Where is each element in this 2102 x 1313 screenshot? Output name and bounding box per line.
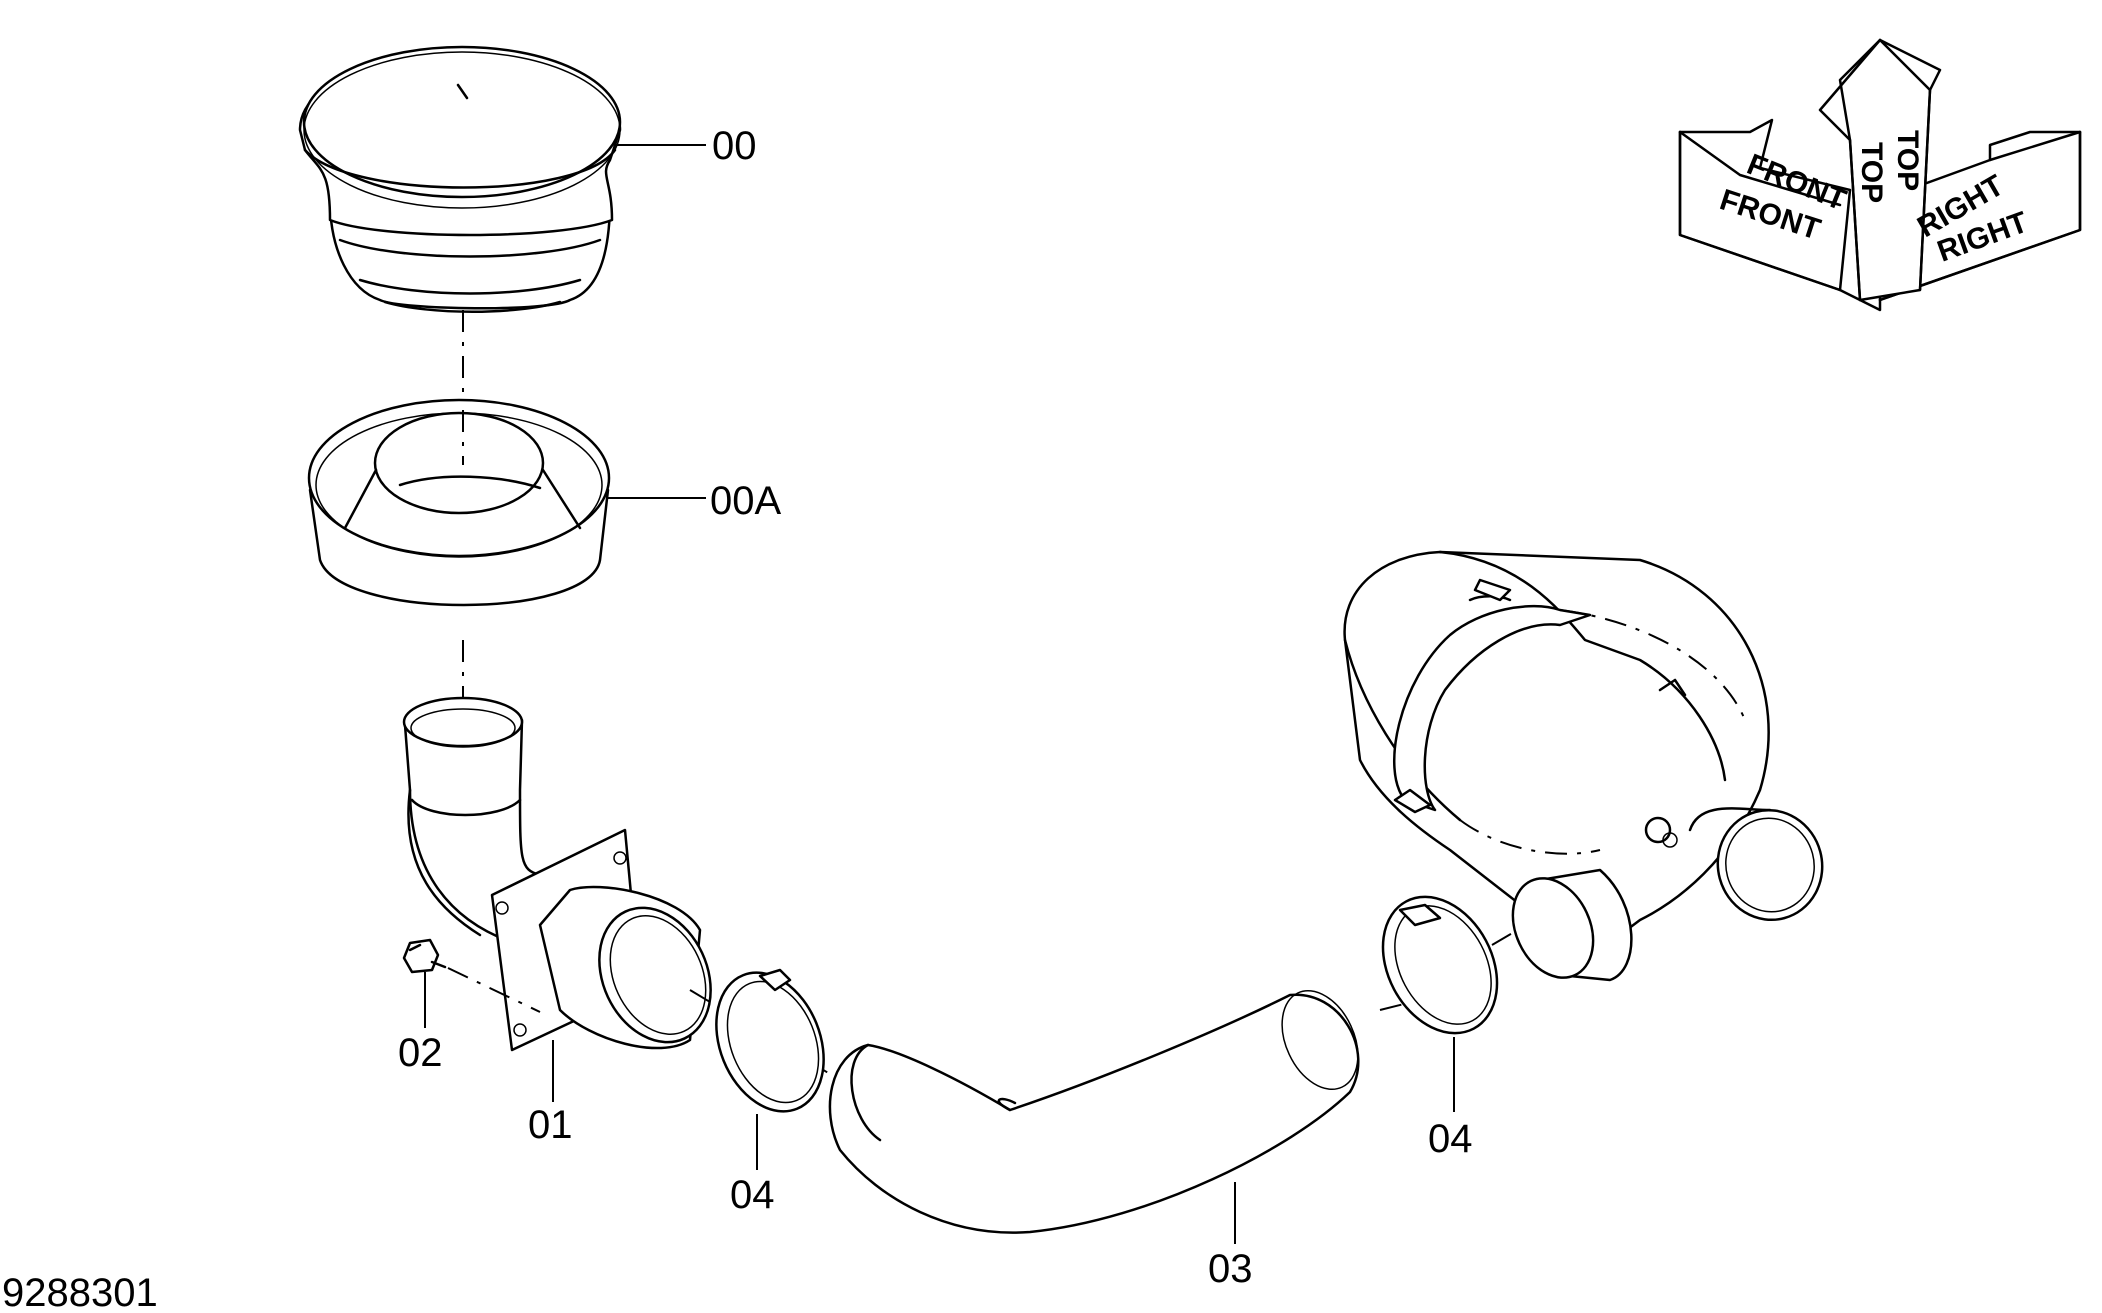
part-clamp-right [1381, 895, 1499, 1035]
callout-clamp-right: 04 [1428, 1117, 1473, 1161]
orientation-top-label-left: TOP [1855, 142, 1888, 203]
figure-number: 9288301 [2, 1271, 158, 1313]
part-hose [828, 989, 1360, 1234]
callout-hose: 03 [1208, 1247, 1253, 1291]
orientation-indicator: FRONT FRONT TOP TOP RIGHT RIGHT [1678, 38, 2082, 312]
part-clamp-left [715, 968, 825, 1113]
callout-cap: 00 [712, 124, 757, 168]
part-bolt [402, 938, 447, 974]
part-elbow-pipe [402, 696, 712, 1052]
air-cleaner-body [1343, 550, 1824, 982]
callout-pre-cleaner: 00A [710, 479, 781, 523]
callout-bolt: 02 [398, 1031, 443, 1075]
callout-elbow-pipe: 01 [528, 1103, 573, 1147]
callout-clamp-left: 04 [730, 1173, 775, 1217]
orientation-top-label: TOP [1891, 130, 1924, 191]
part-cap [298, 45, 622, 313]
part-pre-cleaner [307, 398, 611, 607]
